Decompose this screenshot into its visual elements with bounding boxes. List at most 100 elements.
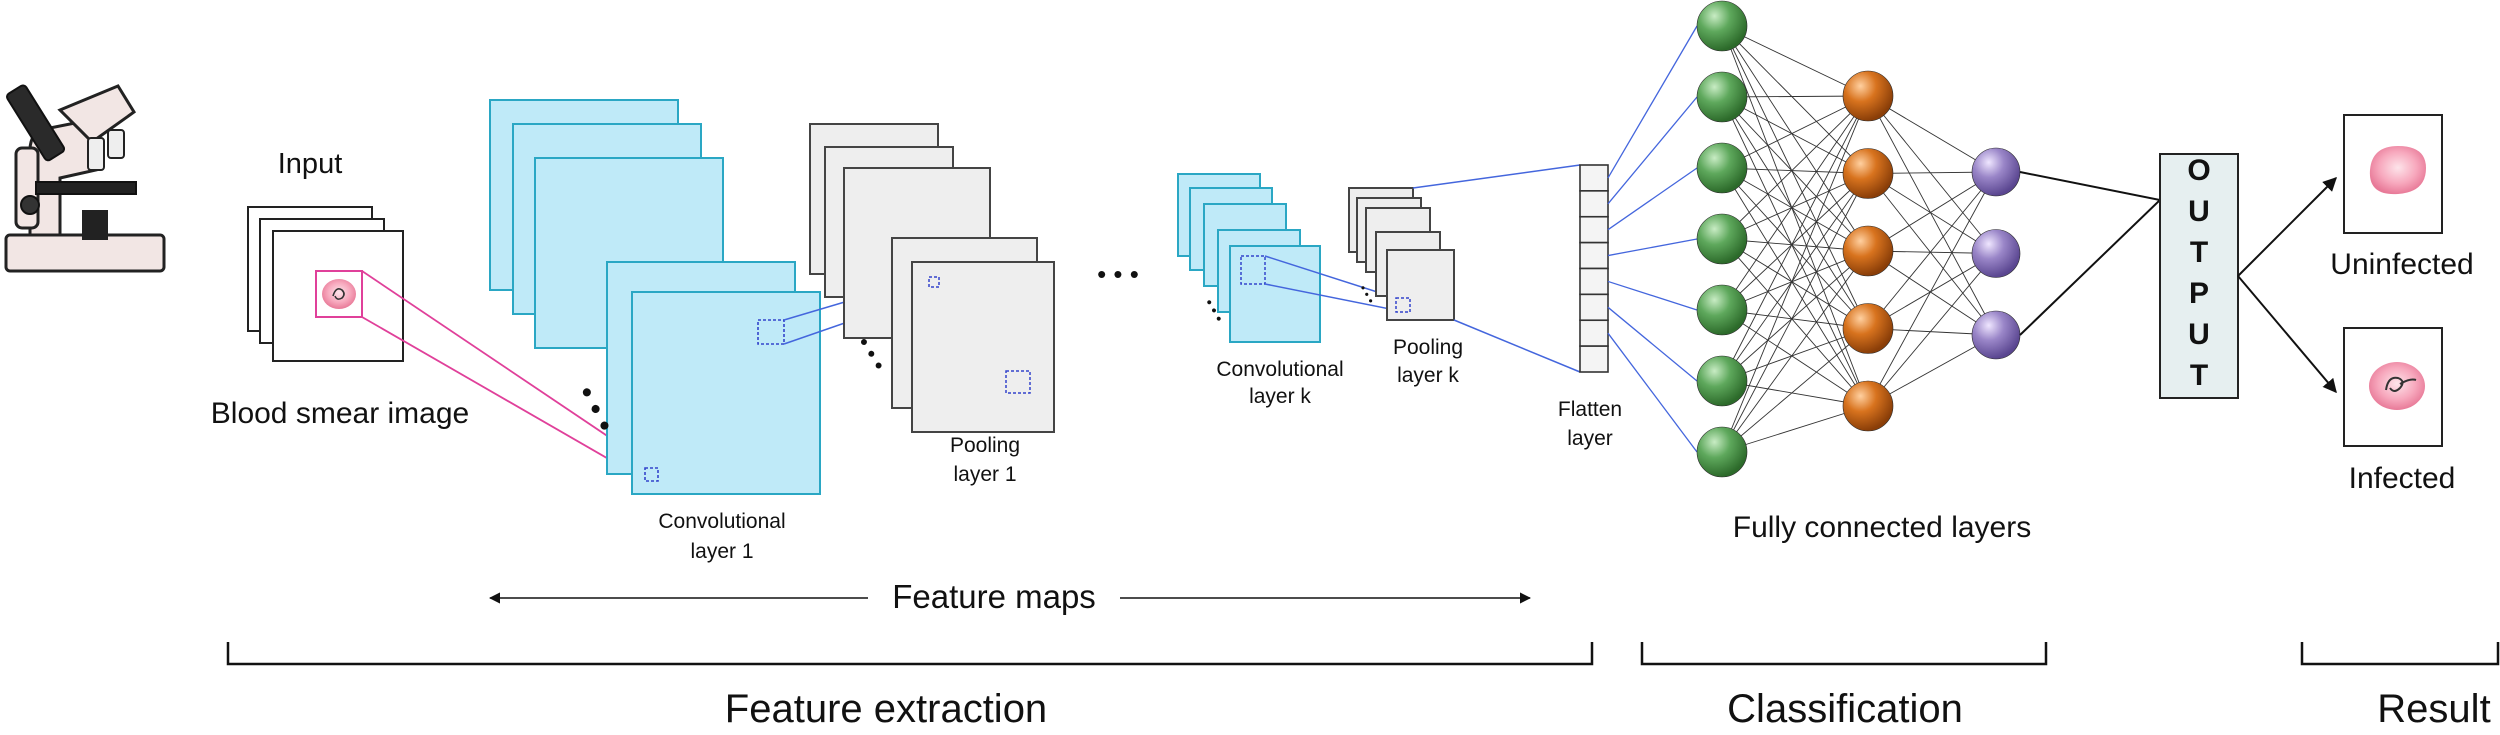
green-node [1696, 284, 1748, 336]
flatten-layer-label-line1: Flatten [1558, 398, 1622, 421]
conv-layer-1-label-line2: layer 1 [690, 540, 753, 563]
dense-edge [1721, 95, 1869, 311]
flatten-cell [1579, 190, 1609, 218]
dense-edge [1721, 167, 1869, 407]
flatten-edge [1607, 238, 1698, 257]
pool-layer-1-maps: • • • [809, 123, 1055, 433]
dense-edge [1721, 95, 1869, 240]
output-letter: P [2189, 277, 2209, 310]
flatten-edge [1607, 332, 1698, 453]
pool-layer-k-label-line1: Pooling [1393, 336, 1463, 359]
dense-edge [1867, 173, 1997, 336]
flatten-edge [1607, 96, 1698, 205]
parasite-icon [2385, 376, 2417, 392]
uninfected-label: Uninfected [2330, 248, 2473, 281]
conv-layer-1-label-line1: Convolutional [658, 510, 785, 533]
orange-node [1842, 225, 1894, 277]
microscope-icon [4, 84, 166, 273]
flatten-edge [1607, 167, 1698, 231]
green-node [1696, 426, 1748, 478]
blood-smear-label: Blood smear image [211, 397, 469, 430]
classification-label: Classification [1727, 687, 1963, 731]
feature-maps-label: Feature maps [892, 578, 1096, 615]
input-label: Input [278, 148, 343, 180]
blood-cell-icon [322, 279, 356, 309]
output-letter: T [2190, 359, 2208, 392]
poolk-flatten-links [1412, 164, 1581, 373]
green-node [1696, 0, 1748, 52]
result-arrows [2237, 177, 2337, 394]
dense-edge [1721, 25, 1869, 174]
dense-edge [1867, 171, 1997, 407]
orange-node [1842, 148, 1894, 199]
convk-poolk-links [1264, 255, 1406, 313]
conv-layer-1-maps: • • • [489, 99, 821, 495]
dense-edge [1721, 238, 1869, 329]
infected-result-image [2343, 327, 2443, 447]
dense-edge [1721, 25, 1869, 97]
dense-edge [1721, 328, 1869, 382]
output-letter: U [2188, 195, 2210, 228]
dense-edge [1721, 250, 1869, 453]
output-letter: T [2190, 236, 2208, 269]
dense-edge [1721, 25, 1869, 329]
healthy-cell-icon [2369, 146, 2426, 195]
network-edges [1607, 25, 1997, 453]
conv-layer-k-label-line1: Convolutional [1216, 358, 1343, 381]
input-projection-lines [361, 270, 653, 481]
input-image-stack [247, 206, 404, 362]
uninfected-result-image [2343, 114, 2443, 234]
flatten-edge [1607, 280, 1698, 311]
fully-connected-label: Fully connected layers [1733, 511, 2031, 544]
flatten-layer-column [1579, 164, 1609, 373]
dense-edge [1721, 25, 1869, 407]
purple-node [1971, 147, 2021, 197]
purple-output-links [2019, 171, 2161, 336]
dense-edge [1721, 173, 1869, 240]
infected-cell-icon [2369, 362, 2425, 410]
infected-label: Infected [2349, 462, 2456, 495]
flatten-edge [1607, 25, 1698, 179]
dense-edge [1721, 96, 1869, 252]
green-node [1696, 142, 1748, 194]
flatten-cell [1579, 345, 1609, 373]
dense-edge [1721, 96, 1869, 407]
dense-edge [1867, 171, 1997, 329]
network-nodes [1696, 0, 2021, 478]
dense-edge [1721, 167, 1869, 329]
dense-edge [1721, 96, 1869, 174]
pool-layer-k-label-line2: layer k [1397, 364, 1459, 387]
flatten-cell [1579, 293, 1609, 322]
purple-node [1971, 310, 2021, 360]
dense-edge [1721, 173, 1869, 382]
green-node [1696, 71, 1748, 123]
dense-edge [1721, 96, 1869, 329]
flatten-cell [1579, 267, 1609, 296]
orange-node [1842, 303, 1894, 354]
green-node [1696, 213, 1748, 265]
flatten-cell [1579, 241, 1609, 270]
dense-edge [1721, 173, 1869, 311]
conv-layer-k-maps: • • • [1177, 173, 1321, 343]
dense-edge [1721, 309, 1869, 407]
flatten-layer-label-line2: layer [1567, 427, 1613, 450]
result-label: Result [2377, 687, 2490, 731]
flatten-cell [1579, 164, 1609, 192]
conv-layer-k-label-line2: layer k [1249, 385, 1311, 408]
output-letter: O [2187, 154, 2210, 187]
dense-edge [1867, 95, 1997, 336]
pool-layer-1-label-line2: layer 1 [953, 463, 1016, 486]
flatten-cell [1579, 215, 1609, 244]
dense-edge [1721, 167, 1869, 252]
dense-edge [1867, 250, 1997, 336]
dense-edge [1721, 95, 1869, 382]
dense-edge [1721, 238, 1869, 407]
feature-extraction-label: Feature extraction [725, 687, 1047, 731]
output-letter: U [2188, 318, 2210, 351]
flatten-edge [1607, 306, 1698, 382]
dense-edge [1721, 25, 1869, 252]
orange-node [1842, 70, 1894, 122]
dense-edge [1721, 173, 1869, 453]
